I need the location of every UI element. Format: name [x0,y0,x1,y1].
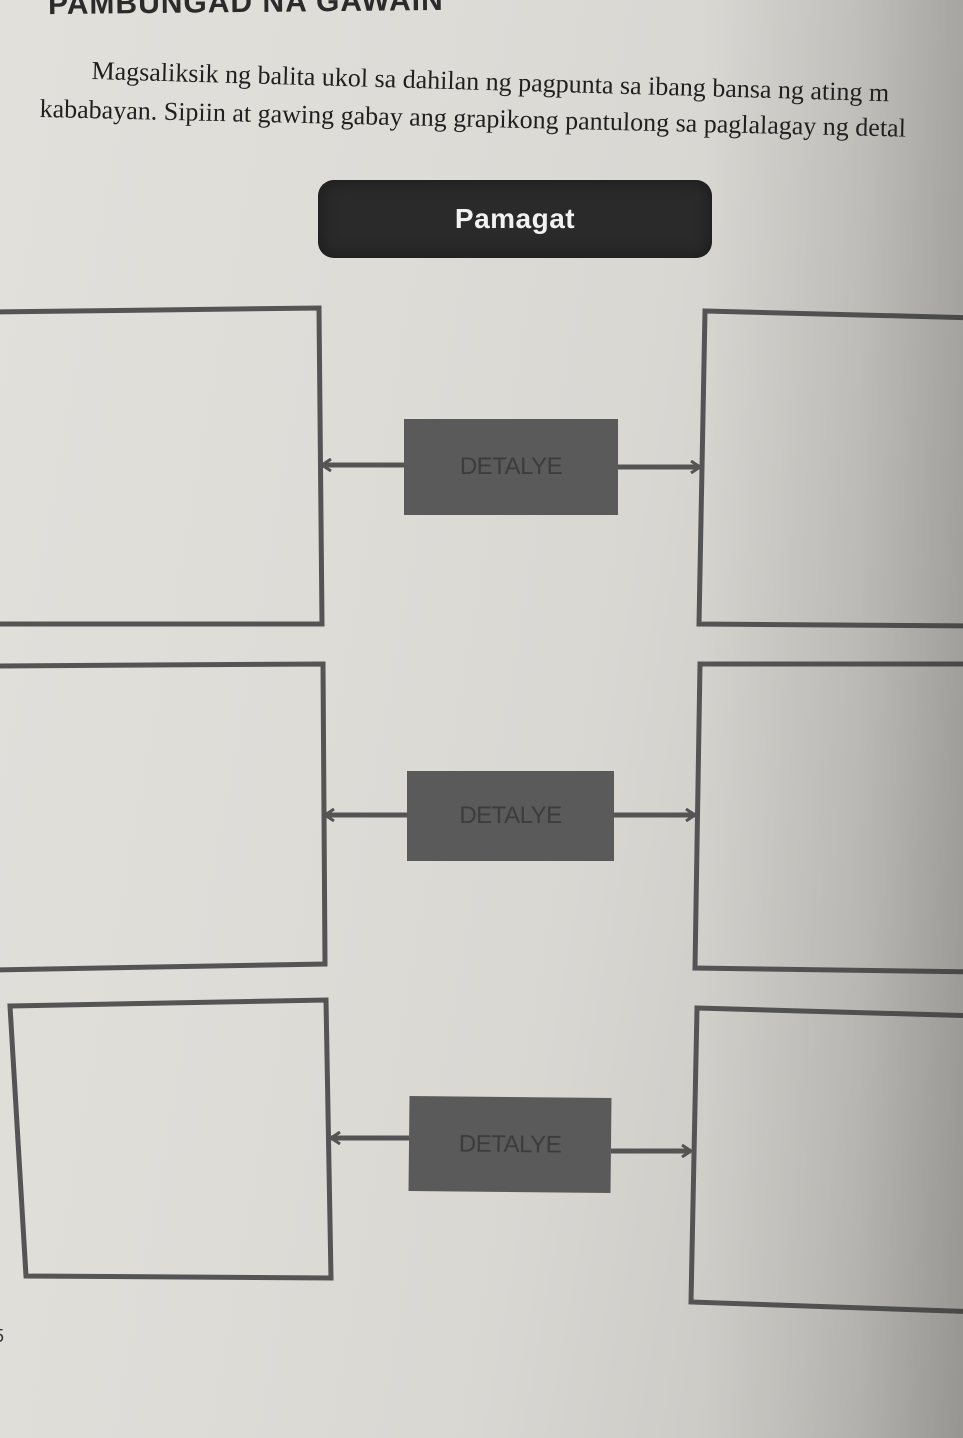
detail-label-1: DETALYE [459,453,563,480]
detail-box-2: DETALYE [407,771,614,861]
answer-box-left-2[interactable] [0,661,328,973]
page-number: 5 [0,1326,4,1347]
detail-box-3: DETALYE [408,1095,612,1194]
detail-label-3: DETALYE [458,1129,562,1159]
detail-box-1: DETALYE [404,419,618,515]
answer-box-right-1[interactable] [696,308,963,629]
organizer-title-label: Pamagat [454,203,576,234]
organizer-title-box: Pamagat [318,180,712,258]
answer-box-right-3[interactable] [688,1005,963,1314]
detail-label-2: DETALYE [459,802,562,829]
answer-box-left-1[interactable] [0,305,325,627]
answer-box-right-2[interactable] [692,661,963,975]
answer-box-left-3[interactable] [7,997,334,1281]
